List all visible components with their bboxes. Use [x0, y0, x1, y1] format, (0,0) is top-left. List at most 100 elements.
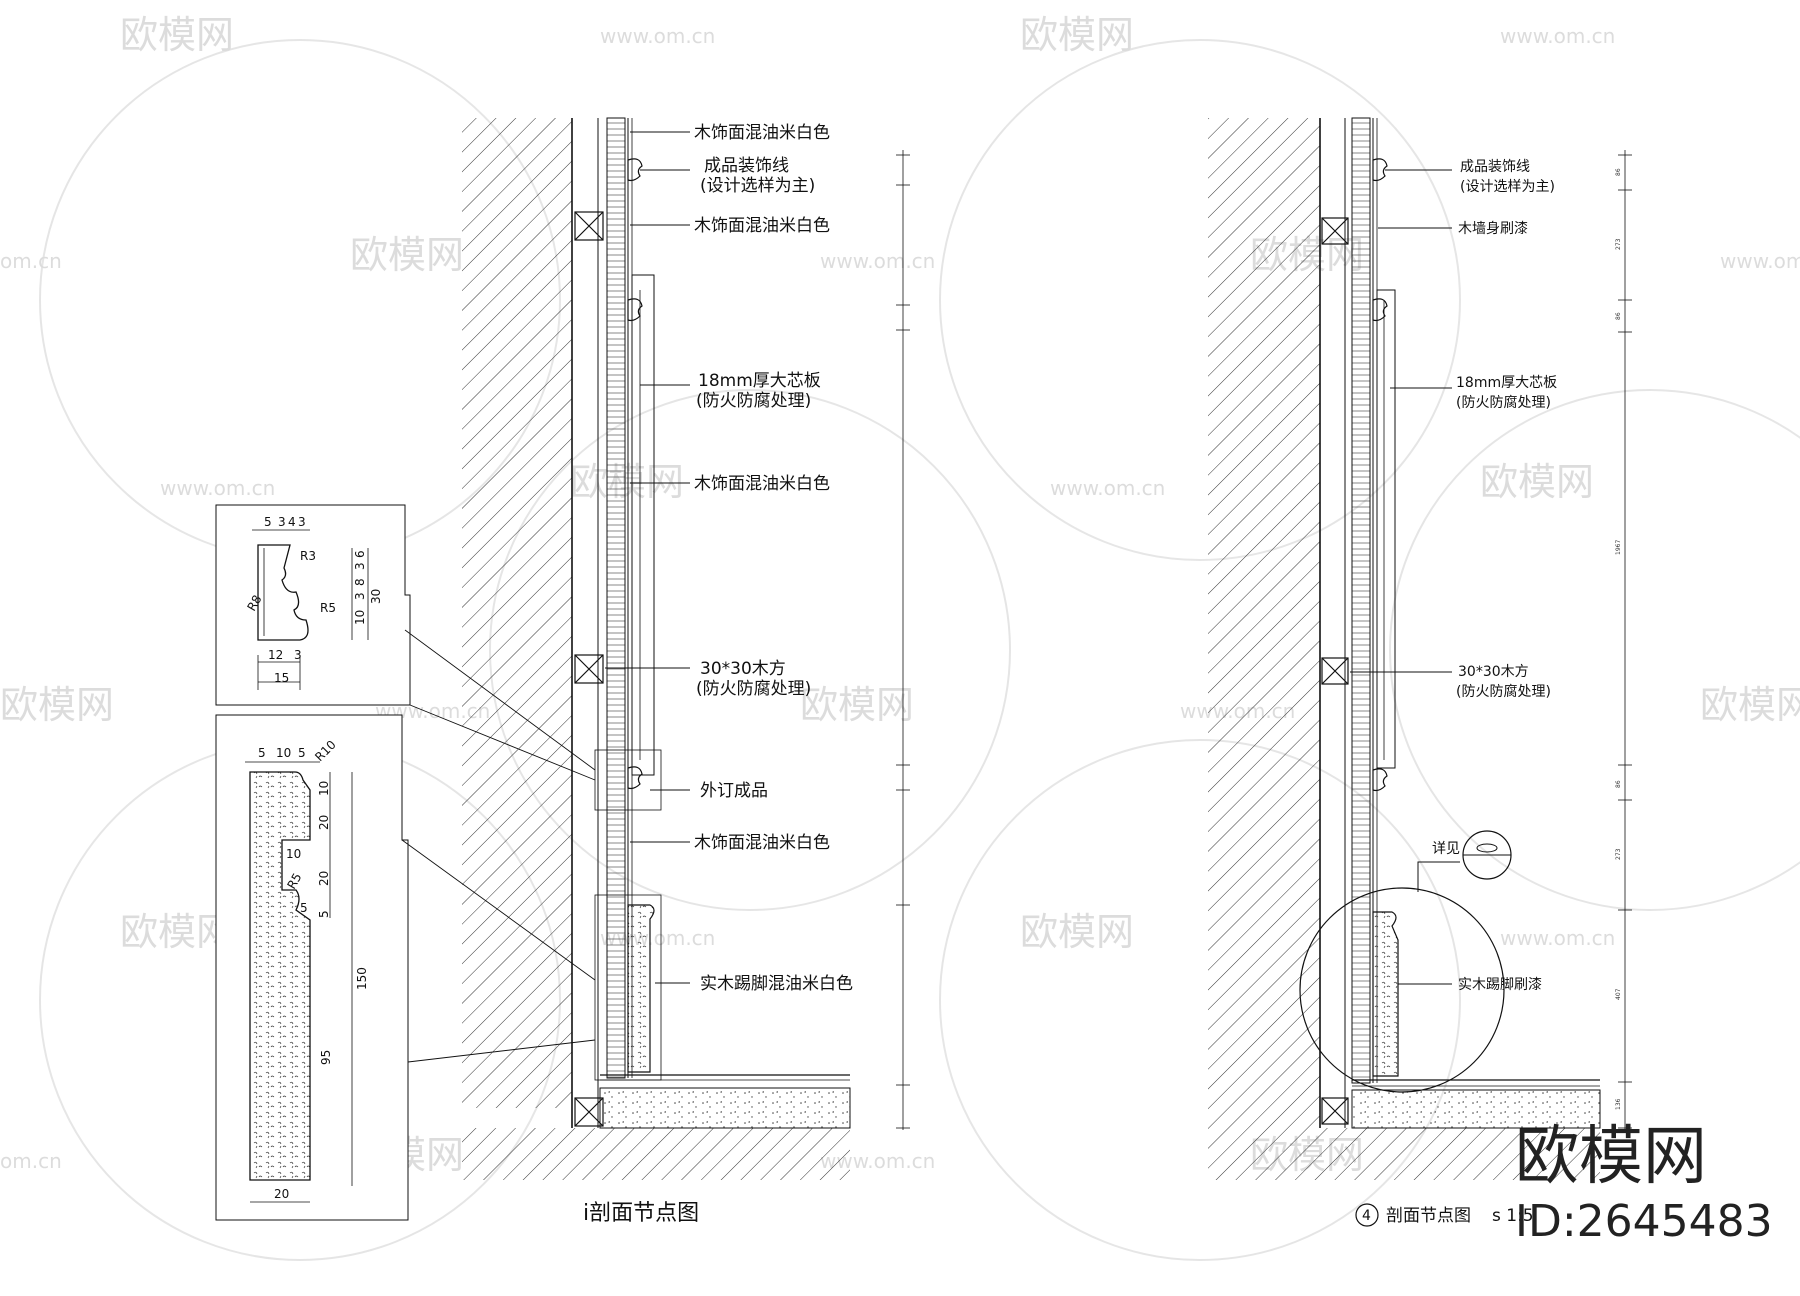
moulding-dim-3b: 3 — [298, 515, 306, 529]
watermark-text: 欧模网 — [800, 683, 914, 727]
skirting-profile — [249, 771, 311, 1181]
right-skirting — [1372, 911, 1399, 1077]
right-dim-1967: 1967 — [1615, 540, 1622, 555]
moulding-dim-3c: 3 — [353, 562, 367, 570]
left-skirting — [627, 904, 655, 1073]
skirting-dim-10a: 10 — [276, 746, 291, 760]
right-moulding-low — [1372, 768, 1388, 792]
label-fireproof-1: (防火防腐处理) — [696, 391, 811, 411]
right-label-finished-moulding: 成品装饰线 — [1460, 159, 1530, 175]
right-floor-hatch — [1208, 1128, 1600, 1180]
label-fireproof-2: (防火防腐处理) — [696, 679, 811, 699]
label-custom-product: 外订成品 — [700, 781, 768, 801]
right-moulding-mid — [1372, 298, 1388, 322]
watermark-text: www.om.cn — [600, 24, 715, 48]
moulding-dim-15: 15 — [274, 671, 289, 685]
skirting-dim-5a: 5 — [258, 746, 266, 760]
right-label-core-board: 18mm厚大芯板 — [1456, 375, 1557, 391]
watermark-text: 欧模网 — [120, 910, 234, 954]
brand-logo-text: 欧模网 — [1515, 1120, 1707, 1194]
right-dim-86b: 86 — [1615, 312, 1622, 320]
moulding-dim-30: 30 — [369, 589, 383, 604]
watermark-text: 欧模网 — [1700, 683, 1800, 727]
watermark-text: 欧模网 — [1020, 910, 1134, 954]
watermark-text: 欧模网 — [0, 683, 114, 727]
label-core-board: 18mm厚大芯板 — [698, 371, 821, 391]
right-backing-board — [1351, 117, 1371, 1084]
label-finished-moulding: 成品装饰线 — [704, 156, 789, 176]
watermark-text: om.cn — [0, 249, 62, 273]
watermark-text: 欧模网 — [350, 233, 464, 277]
watermark-text: www.om.cn — [160, 476, 275, 500]
right-dim-273b: 273 — [1615, 848, 1622, 860]
right-section-title: 剖面节点图 — [1386, 1206, 1471, 1226]
detail-moulding: 5 3 4 3 R3 R8 R5 6 3 8 3 10 30 12 3 15 — [215, 504, 596, 781]
right-moulding-top — [1372, 158, 1388, 182]
skirting-dim-5b: 5 — [298, 746, 306, 760]
moulding-dim-12: 12 — [268, 648, 283, 662]
skirting-dim-10b: 10 — [317, 781, 331, 796]
left-moulding-mid — [627, 298, 643, 322]
right-dim-136: 136 — [1615, 1098, 1622, 1110]
right-label-design-sample: (设计选样为主) — [1460, 179, 1555, 195]
right-label-wall-paint: 木墙身刷漆 — [1458, 221, 1528, 237]
skirting-dim-20c: 20 — [274, 1187, 289, 1201]
skirting-dim-5d: 5 — [317, 910, 331, 918]
detail-callout-circle — [1299, 887, 1505, 1093]
moulding-radius-r5: R5 — [320, 601, 336, 615]
label-wood-veneer-4: 木饰面混油米白色 — [694, 833, 830, 853]
watermark-text: 欧模网 — [120, 13, 234, 57]
left-moulding-top — [627, 158, 643, 182]
moulding-profile — [257, 544, 309, 641]
right-section-scale: s 1:5 — [1492, 1206, 1534, 1226]
left-wall-hatch — [462, 118, 572, 1108]
moulding-dim-5: 5 — [264, 515, 272, 529]
watermark-text: 欧模网 — [1480, 460, 1594, 504]
moulding-dim-8: 8 — [353, 578, 367, 586]
moulding-dim-3a: 3 — [278, 515, 286, 529]
left-section: 木饰面混油米白色 成品装饰线 (设计选样为主) 木饰面混油米白色 18mm厚大芯… — [462, 117, 910, 1226]
watermark-text: om.cn — [0, 1149, 62, 1173]
right-dim-86a: 86 — [1615, 168, 1622, 176]
right-dim-407: 407 — [1615, 988, 1622, 1000]
moulding-dim-4: 4 — [288, 515, 296, 529]
watermark-text: www.om.cn — [1500, 926, 1615, 950]
skirting-dim-20a: 20 — [317, 815, 331, 830]
watermark-text: 欧模网 — [570, 460, 684, 504]
skirting-dim-20b: 20 — [317, 871, 331, 886]
brand-stamp: 欧模网 ID:2645483 — [1515, 1120, 1773, 1247]
right-dim-86c: 86 — [1615, 780, 1622, 788]
label-see-detail: 详见 — [1432, 841, 1460, 857]
left-section-title: i剖面节点图 — [583, 1201, 699, 1226]
label-wood-veneer-1: 木饰面混油米白色 — [694, 123, 830, 143]
left-dim-chain — [896, 150, 910, 1130]
watermark-text: 欧模网 — [1020, 13, 1134, 57]
right-label-timber-batten: 30*30木方 — [1458, 664, 1529, 680]
moulding-dim-10: 10 — [353, 610, 367, 625]
detail-skirting: 5 10 5 R10 10 20 10 20 R5 5 5 150 95 20 — [215, 714, 596, 1221]
skirting-dim-150: 150 — [355, 967, 369, 990]
watermark-text: www.om.cn — [1050, 476, 1165, 500]
right-section: 详见 86 273 86 1967 86 273 407 136 — [1208, 117, 1632, 1227]
section-number-circle — [1355, 1203, 1379, 1227]
skirting-dim-10c: 10 — [286, 847, 301, 861]
label-wood-veneer-3: 木饰面混油米白色 — [694, 474, 830, 494]
right-dim-chain — [1618, 150, 1632, 1130]
moulding-dim-6: 6 — [353, 550, 367, 558]
watermark-text: www.om.cn — [820, 249, 935, 273]
moulding-radius-r3: R3 — [300, 549, 316, 563]
watermark-text: www.om.cn — [1500, 24, 1615, 48]
left-moulding-low — [627, 766, 643, 790]
moulding-dim-3d: 3 — [353, 592, 367, 600]
moulding-dim-3e: 3 — [294, 648, 302, 662]
right-wall-hatch — [1208, 118, 1320, 1128]
skirting-radius-r5: R5 — [284, 871, 304, 892]
left-backing-board — [606, 117, 626, 1079]
skirting-dim-5c: 5 — [300, 901, 308, 915]
right-label-fireproof-1: (防火防腐处理) — [1456, 394, 1551, 411]
left-floor-hatch — [462, 1128, 850, 1180]
section-number: 4 — [1362, 1208, 1371, 1224]
skirting-dim-95: 95 — [319, 1050, 333, 1065]
brand-id-text: ID:2645483 — [1515, 1196, 1773, 1247]
